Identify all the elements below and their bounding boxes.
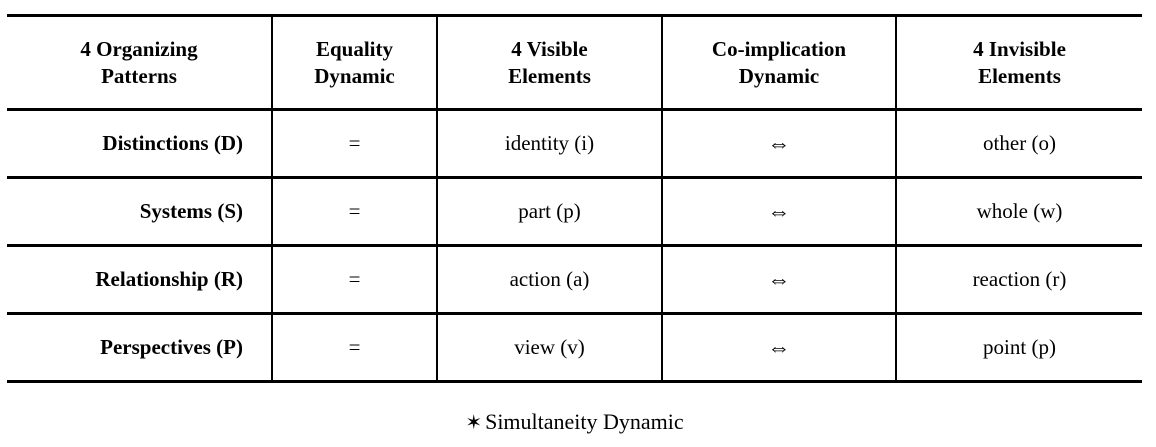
coimplication-arrow-cell: ⇔ bbox=[661, 245, 896, 314]
header-cell-equality-dynamic: Equality Dynamic bbox=[271, 15, 437, 110]
invisible-element-cell: point (p) bbox=[895, 313, 1142, 382]
visible-element-cell: part (p) bbox=[436, 177, 662, 246]
equality-symbol-cell: = bbox=[271, 109, 437, 178]
dsrp-patterns-table: 4 Organizing Patterns Equality Dynamic 4… bbox=[7, 14, 1142, 383]
visible-element-cell: action (a) bbox=[436, 245, 662, 314]
header-cell-invisible-elements: 4 Invisible Elements bbox=[895, 15, 1142, 110]
visible-element-cell: identity (i) bbox=[436, 109, 662, 178]
pattern-cell: Distinctions (D) bbox=[102, 131, 243, 155]
header-cell-visible-elements: 4 Visible Elements bbox=[436, 15, 662, 110]
caption-label: Simultaneity Dynamic bbox=[485, 409, 684, 434]
header-cell-organizing-patterns: 4 Organizing Patterns bbox=[80, 36, 198, 88]
table-row-perspectives: Perspectives (P) = view (v) ⇔ point (p) bbox=[7, 313, 1142, 382]
pattern-cell: Systems (S) bbox=[139, 199, 243, 223]
visible-element-cell: view (v) bbox=[436, 313, 662, 382]
header-row: 4 Organizing Patterns Equality Dynamic 4… bbox=[7, 15, 1142, 110]
header-cell-coimplication-dynamic: Co-implication Dynamic bbox=[661, 15, 896, 110]
coimplication-arrow-cell: ⇔ bbox=[661, 177, 896, 246]
equality-symbol-cell: = bbox=[271, 177, 437, 246]
equality-symbol-cell: = bbox=[271, 245, 437, 314]
simultaneity-star-icon: ✶ bbox=[465, 412, 483, 434]
table-row-relationship: Relationship (R) = action (a) ⇔ reaction… bbox=[7, 245, 1142, 314]
equality-symbol-cell: = bbox=[271, 313, 437, 382]
table-caption: ✶Simultaneity Dynamic bbox=[7, 409, 1142, 435]
invisible-element-cell: reaction (r) bbox=[895, 245, 1142, 314]
coimplication-arrow-cell: ⇔ bbox=[661, 109, 896, 178]
coimplication-arrow-cell: ⇔ bbox=[661, 313, 896, 382]
invisible-element-cell: whole (w) bbox=[895, 177, 1142, 246]
pattern-cell: Perspectives (P) bbox=[100, 335, 243, 359]
invisible-element-cell: other (o) bbox=[895, 109, 1142, 178]
pattern-cell: Relationship (R) bbox=[95, 267, 243, 291]
table-row-distinctions: Distinctions (D) = identity (i) ⇔ other … bbox=[7, 109, 1142, 178]
table-row-systems: Systems (S) = part (p) ⇔ whole (w) bbox=[7, 177, 1142, 246]
